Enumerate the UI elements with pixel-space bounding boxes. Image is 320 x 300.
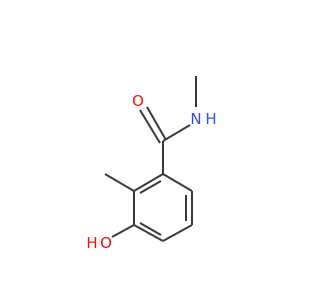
atom-nitrogen: N [190, 110, 201, 128]
bond-ring-methyl [104, 173, 135, 192]
bond-carbonyl-c-n [162, 124, 191, 142]
atom-hydrogen-hydroxyl: H [86, 234, 97, 252]
bond-ring-c3-c4 [133, 224, 164, 242]
bond-ring-inner-a [139, 180, 162, 194]
chemical-structure: O N H O H [86, 76, 217, 252]
atom-hydrogen-amide: H [205, 110, 216, 128]
bond-ring-c1-c2 [133, 173, 164, 192]
bond-ring-c6-c1 [162, 173, 193, 192]
bond-carbonyl-b [139, 109, 161, 144]
bond-ring-hydroxyl [111, 224, 135, 238]
atom-oxygen-hydroxyl: O [100, 234, 112, 252]
atom-oxygen-carbonyl: O [132, 92, 144, 110]
bond-carbonyl-a [146, 106, 167, 141]
bond-ring-inner-b [139, 222, 162, 236]
bond-ring-c4-c5 [162, 224, 193, 242]
